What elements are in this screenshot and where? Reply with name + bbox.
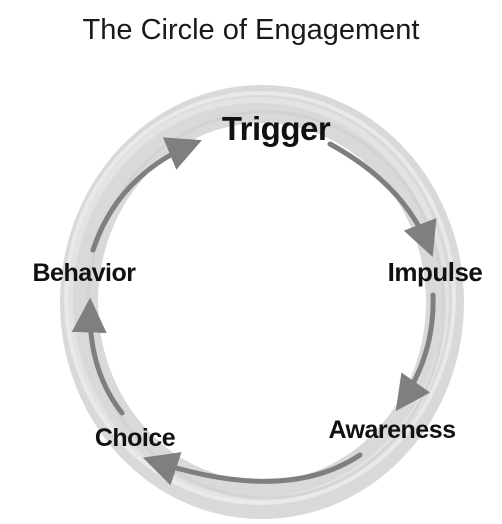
stage-awareness-label: Awareness [328, 416, 455, 444]
stage-behavior-label: Behavior [33, 259, 137, 287]
arrow-trigger-to-impulse [327, 141, 437, 257]
stage-impulse-label: Impulse [388, 257, 483, 287]
stage-choice-label: Choice [95, 424, 176, 452]
arrow-impulse-to-awareness [395, 292, 436, 412]
arrow-awareness-to-choice [142, 452, 363, 486]
arrow-choice-to-behavior [71, 297, 125, 416]
arrow-behavior-to-trigger [90, 137, 202, 253]
stage-trigger-label: Trigger [222, 110, 331, 147]
diagram-title: The Circle of Engagement [82, 14, 420, 46]
